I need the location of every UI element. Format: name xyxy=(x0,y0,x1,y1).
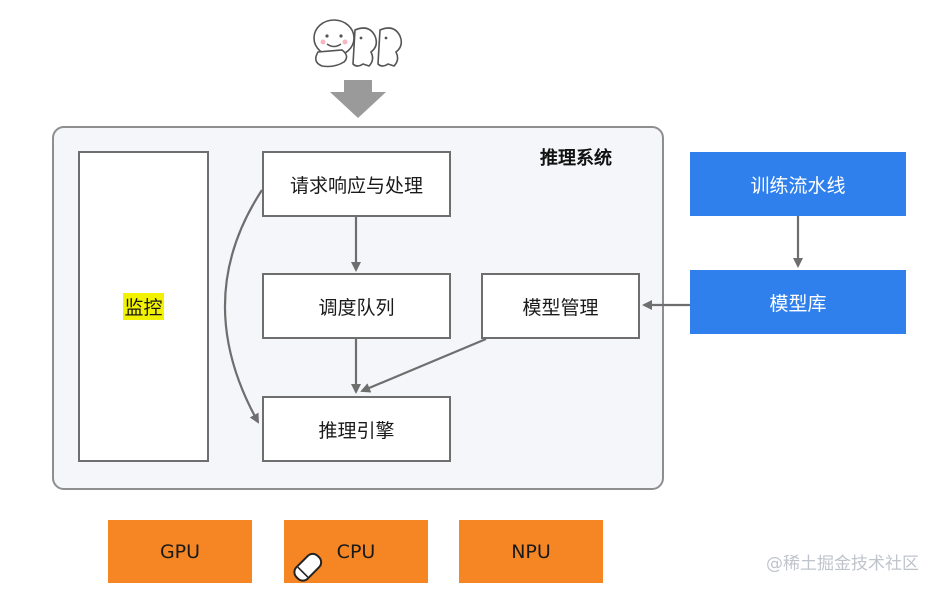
monitor-node: 监控 xyxy=(78,151,209,462)
monitor-label: 监控 xyxy=(123,293,164,320)
hardware-cpu: CPU xyxy=(284,520,428,583)
model-repository-node: 模型库 xyxy=(690,270,906,334)
hardware-npu: NPU xyxy=(459,520,603,583)
scheduling-queue-node: 调度队列 xyxy=(262,273,451,339)
hardware-gpu: GPU xyxy=(108,520,252,583)
request-handling-node: 请求响应与处理 xyxy=(262,151,451,217)
training-pipeline-node: 训练流水线 xyxy=(690,152,906,216)
watermark: @稀土掘金技术社区 xyxy=(766,554,919,574)
system-label: 推理系统 xyxy=(540,148,612,169)
inference-engine-node: 推理引擎 xyxy=(262,396,451,462)
model-management-node: 模型管理 xyxy=(481,273,640,339)
